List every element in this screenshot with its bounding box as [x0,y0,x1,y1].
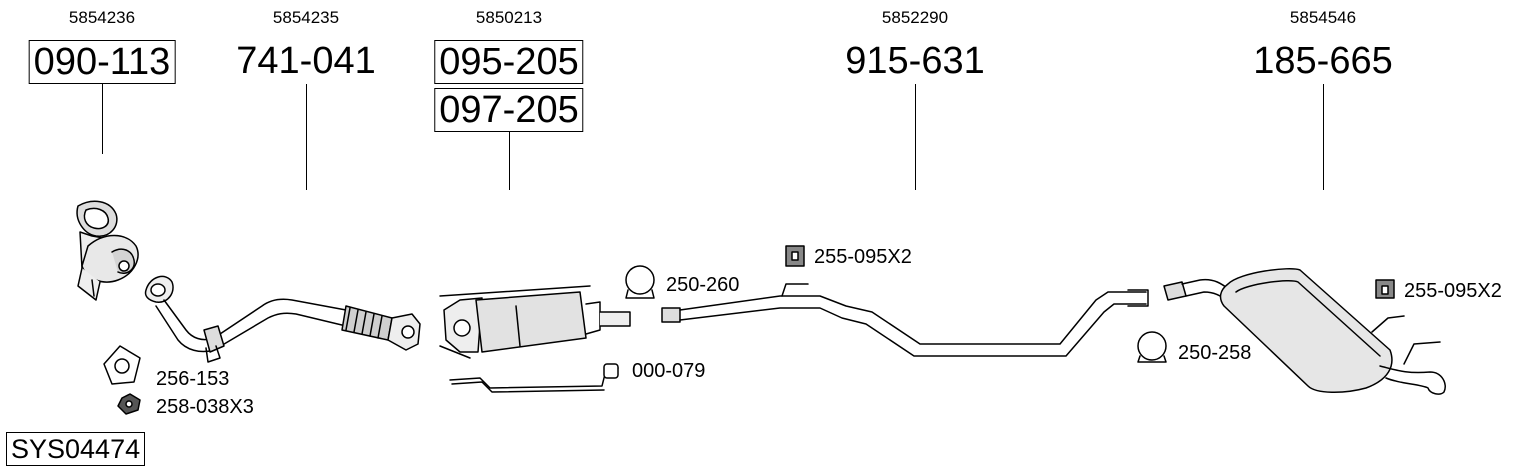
accessory-icons [103,245,1395,415]
nut-label[interactable]: 258-038X3 [156,396,254,418]
part-ref-flexible-front-pipe: 5854235 [272,8,340,27]
part-number-front-pipe-catalyst[interactable]: 090-113 [28,40,176,84]
sensor-pipe-label[interactable]: 000-079 [632,360,706,382]
system-code: SYS04474 [6,432,146,466]
part-ref-particulate-filter: 5850213 [475,8,543,27]
clamp-front-label[interactable]: 250-260 [666,274,740,296]
front-pipe-drawing [144,275,421,363]
gasket-label[interactable]: 256-153 [156,368,230,390]
leader-line-rear-silencer [1323,84,1324,190]
mount-center-label[interactable]: 255-095X2 [814,246,912,268]
part-number-flexible-front-pipe[interactable]: 741-041 [236,40,376,82]
leader-line-particulate-filter [509,132,510,190]
mount-rear-label[interactable]: 255-095X2 [1404,280,1502,302]
part-ref-front-pipe-catalyst: 5854236 [68,8,136,27]
rear-silencer-drawing [1163,268,1446,395]
leader-line-center-pipe [915,84,916,190]
leader-line-front-pipe-catalyst [102,84,103,154]
clamp-rear-label[interactable]: 250-258 [1178,342,1252,364]
part-number-particulate-filter-alt[interactable]: 097-205 [434,88,584,132]
center-pipe-drawing [661,283,1149,357]
part-number-center-pipe[interactable]: 915-631 [845,40,985,82]
catalyst-drawing [76,200,139,301]
leader-line-flexible-front-pipe [306,84,307,190]
part-ref-rear-silencer: 5854546 [1289,8,1357,27]
particulate-filter-drawing [439,285,631,393]
part-number-rear-silencer[interactable]: 185-665 [1253,40,1393,82]
part-ref-center-pipe: 5852290 [881,8,949,27]
part-number-particulate-filter[interactable]: 095-205 [434,40,584,84]
